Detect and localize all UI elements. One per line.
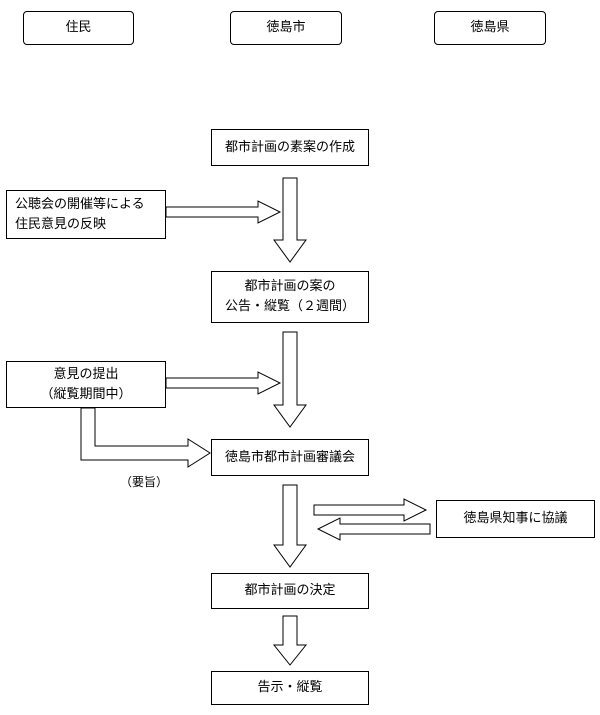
left-arrow-from-prefecture (316, 517, 431, 541)
down-arrow-1 (273, 177, 307, 263)
down-arrow-3 (273, 484, 307, 568)
down-arrow-4 (272, 615, 308, 666)
header-city-label: 徳島市 (266, 20, 306, 35)
step-council-label: 徳島市都市計画審議会 (224, 449, 355, 465)
header-prefecture-label: 徳島県 (470, 20, 510, 35)
side-opinion-line2: （縦覧期間中） (40, 386, 132, 402)
summary-label: （要旨） (120, 475, 169, 489)
down-arrow-2 (273, 331, 307, 428)
header-resident-label: 住民 (65, 20, 92, 35)
step-plan-notice-line1: 都市計画の案の (244, 279, 336, 294)
step-council: 徳島市都市計画審議会 (211, 439, 369, 476)
header-city: 徳島市 (230, 11, 342, 45)
step-draft-label: 都市計画の素案の作成 (224, 139, 355, 155)
l-arrow-opinion-council (80, 407, 211, 468)
side-consult: 徳島県知事に協議 (436, 500, 595, 538)
step-plan-notice: 都市計画の案の 公告・縦覧（２週間） (211, 271, 369, 323)
right-arrow-to-prefecture (313, 498, 428, 522)
step-decision: 都市計画の決定 (211, 573, 369, 609)
side-opinion: 意見の提出 （縦覧期間中） (6, 361, 166, 408)
right-arrow-hearing (165, 200, 282, 224)
step-announce: 告示・縦覧 (211, 671, 369, 705)
step-draft: 都市計画の素案の作成 (211, 129, 369, 166)
side-consult-label: 徳島県知事に協議 (463, 511, 568, 526)
header-resident: 住民 (23, 11, 134, 45)
side-hearing: 公聴会の開催等による 住民意見の反映 (6, 190, 166, 239)
side-hearing-line2: 住民意見の反映 (15, 216, 107, 232)
step-plan-notice-line2: 公告・縦覧（２週間） (224, 299, 355, 314)
right-arrow-opinion (165, 371, 282, 395)
side-hearing-line1: 公聴会の開催等による (15, 196, 145, 212)
header-prefecture: 徳島県 (434, 11, 546, 45)
side-opinion-line1: 意見の提出 (53, 366, 119, 382)
step-decision-label: 都市計画の決定 (244, 583, 336, 598)
step-announce-label: 告示・縦覧 (257, 680, 323, 695)
